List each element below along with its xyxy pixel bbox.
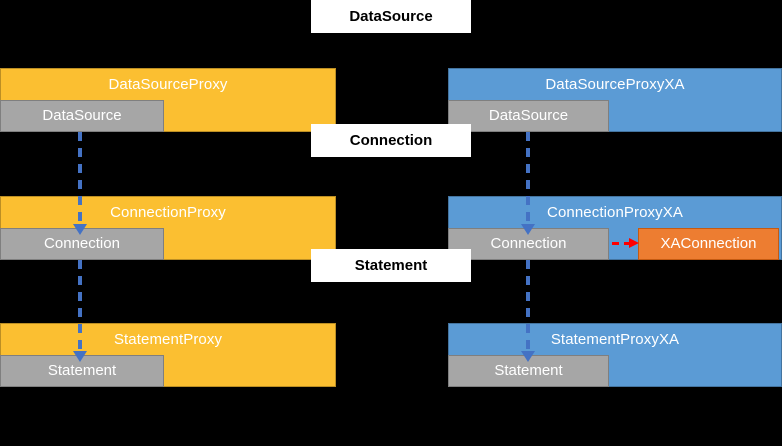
blue-dashed-arrow-left-datasource-to-connection bbox=[73, 132, 87, 235]
blue-arrow-head-icon bbox=[73, 351, 87, 362]
proxy-title-datasourceproxyxa: DataSourceProxyXA bbox=[545, 76, 685, 93]
interface-label-datasource-text: DataSource bbox=[349, 8, 433, 25]
proxy-title-connectionproxy: ConnectionProxy bbox=[110, 204, 226, 221]
blue-dashed-arrow-left-connection-to-statement bbox=[73, 260, 87, 362]
xa-connection-box-text: XAConnection bbox=[660, 235, 757, 252]
interface-box-connection-left-text: Connection bbox=[44, 235, 120, 252]
proxy-title-connectionproxyxa: ConnectionProxyXA bbox=[547, 204, 683, 221]
interface-label-connection: Connection bbox=[311, 124, 471, 157]
proxy-title-statementproxyxa: StatementProxyXA bbox=[550, 331, 680, 348]
interface-box-datasource-left-text: DataSource bbox=[42, 107, 122, 124]
interface-box-datasource-right-text: DataSource bbox=[488, 107, 569, 124]
interface-box-datasource-left: DataSource bbox=[0, 100, 164, 132]
interface-label-datasource: DataSource bbox=[311, 0, 471, 33]
interface-label-connection-text: Connection bbox=[349, 132, 433, 149]
interface-label-statement-text: Statement bbox=[354, 257, 428, 274]
blue-dashed-arrow-right-datasource-to-connection bbox=[521, 132, 535, 235]
interface-label-statement: Statement bbox=[311, 249, 471, 282]
blue-dashed-arrow-right-connection-to-statement bbox=[521, 260, 535, 362]
interface-box-statement-right: Statement bbox=[448, 355, 609, 387]
proxy-title-datasourceproxy: DataSourceProxy bbox=[108, 76, 228, 93]
red-arrow-head-icon bbox=[629, 238, 639, 248]
interface-box-datasource-right: DataSource bbox=[448, 100, 609, 132]
proxy-title-statementproxy: StatementProxy bbox=[113, 331, 223, 348]
blue-arrow-head-icon bbox=[73, 224, 87, 235]
xa-connection-box: XAConnection bbox=[638, 228, 779, 260]
interface-box-connection-right-text: Connection bbox=[490, 235, 567, 252]
blue-arrow-head-icon bbox=[521, 224, 535, 235]
blue-arrow-head-icon bbox=[521, 351, 535, 362]
red-dashed-arrow-connection-to-xaconnection bbox=[612, 238, 639, 248]
interface-box-statement-left-text: Statement bbox=[47, 362, 117, 379]
interface-box-statement-right-text: Statement bbox=[494, 362, 563, 379]
